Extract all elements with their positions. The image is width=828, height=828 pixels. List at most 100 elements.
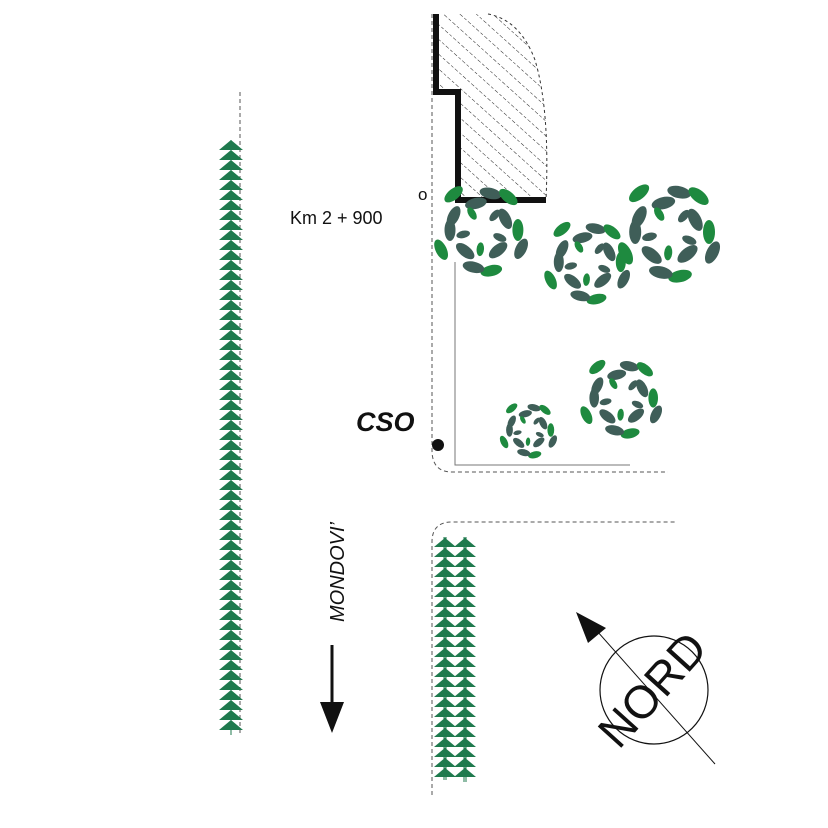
hedge-icon <box>444 667 456 677</box>
hedge-icon <box>231 530 243 540</box>
hedge-icon <box>444 727 456 737</box>
hedge-icon <box>231 330 243 340</box>
hedge-icon <box>434 667 446 677</box>
hedge-icon <box>219 170 231 180</box>
hedge-icon <box>444 747 456 757</box>
hedge-icon <box>231 380 243 390</box>
hedge-icon <box>231 240 243 250</box>
hedge-icon <box>219 200 231 210</box>
hedge-icon <box>434 597 446 607</box>
hedge-icon <box>464 737 476 747</box>
hedge-icon <box>454 697 466 707</box>
hedge-icon <box>231 190 243 200</box>
direction-label: MONDOVI’ <box>327 521 349 622</box>
hedge-icon <box>444 757 456 767</box>
hedge-icon <box>444 587 456 597</box>
hedge-icon <box>219 380 231 390</box>
hedge-icon <box>219 440 231 450</box>
hedge-icon <box>464 647 476 657</box>
hedge-icon <box>231 140 243 150</box>
hedge-icon <box>434 727 446 737</box>
hedge-icon <box>454 657 466 667</box>
hedge-icon <box>434 577 446 587</box>
hedge-icon <box>231 670 243 680</box>
tree-icon <box>544 221 631 305</box>
hedge-icon <box>231 540 243 550</box>
hedge-icon <box>454 597 466 607</box>
hedge-icon <box>444 627 456 637</box>
hedge-icon <box>219 530 231 540</box>
hedge-icon <box>464 627 476 637</box>
lower-road-edge <box>431 521 675 795</box>
hedge-icon <box>231 200 243 210</box>
hedge-icon <box>231 640 243 650</box>
hedge-icon <box>454 607 466 617</box>
hedge-icon <box>454 767 466 777</box>
hedge-icon <box>231 480 243 490</box>
hedge-icon <box>454 677 466 687</box>
hedge-icon <box>464 567 476 577</box>
hedge-icon <box>231 420 243 430</box>
hedge-icon <box>231 170 243 180</box>
hedge-icon <box>434 767 446 777</box>
hedge-icon <box>219 550 231 560</box>
hedge-icon <box>219 140 231 150</box>
hedge-icon <box>219 500 231 510</box>
building <box>433 13 548 203</box>
hedge-icon <box>434 737 446 747</box>
hedge-icon <box>464 557 476 567</box>
hedge-icon <box>434 717 446 727</box>
tree-icon <box>580 359 663 439</box>
hedge-icon <box>464 547 476 557</box>
hedge-icon <box>434 627 446 637</box>
tree-icon <box>617 184 721 283</box>
hedge-icon <box>219 330 231 340</box>
hedge-icon <box>219 310 231 320</box>
hedge-icon <box>434 687 446 697</box>
hedge-icon <box>219 680 231 690</box>
hedge-icon <box>444 537 456 547</box>
hedge-icon <box>231 470 243 480</box>
hedge-icon <box>444 557 456 567</box>
hedge-icon <box>231 180 243 190</box>
hedge-icon <box>231 510 243 520</box>
hedge-icon <box>444 547 456 557</box>
cso-label: CSO <box>356 407 415 437</box>
hedge-icon <box>231 700 243 710</box>
hedge-icon <box>434 637 446 647</box>
hedge-icon <box>219 160 231 170</box>
hedge-icon <box>464 607 476 617</box>
hedge-icon <box>231 450 243 460</box>
hedge-icon <box>219 180 231 190</box>
hedge-icon <box>231 500 243 510</box>
hedge-icon <box>444 567 456 577</box>
hedge-icon <box>454 717 466 727</box>
hedge-icon <box>219 610 231 620</box>
hedge-icon <box>219 470 231 480</box>
hedge-icon <box>434 697 446 707</box>
hedge-icon <box>219 150 231 160</box>
tree-icon <box>499 403 558 459</box>
hedge-icon <box>219 630 231 640</box>
hedge-icon <box>434 707 446 717</box>
hedge-icon <box>434 747 446 757</box>
hedge-icon <box>231 520 243 530</box>
hedge-icon <box>231 350 243 360</box>
hedge-icon <box>464 537 476 547</box>
hedge-icon <box>219 360 231 370</box>
hedge-icon <box>464 657 476 667</box>
hedge-icon <box>444 767 456 777</box>
hedge-icon <box>231 230 243 240</box>
hedge-icon <box>231 390 243 400</box>
hedge-icon <box>219 490 231 500</box>
hedge-icon <box>231 430 243 440</box>
hedge-icon <box>464 687 476 697</box>
hedge-icon <box>454 537 466 547</box>
hedge-icon <box>219 290 231 300</box>
hedge-icon <box>464 667 476 677</box>
hedge-icon <box>219 410 231 420</box>
hedge-icon <box>444 717 456 727</box>
hedge-icon <box>219 270 231 280</box>
hedge-icon <box>444 657 456 667</box>
hedge-icon <box>219 720 231 730</box>
